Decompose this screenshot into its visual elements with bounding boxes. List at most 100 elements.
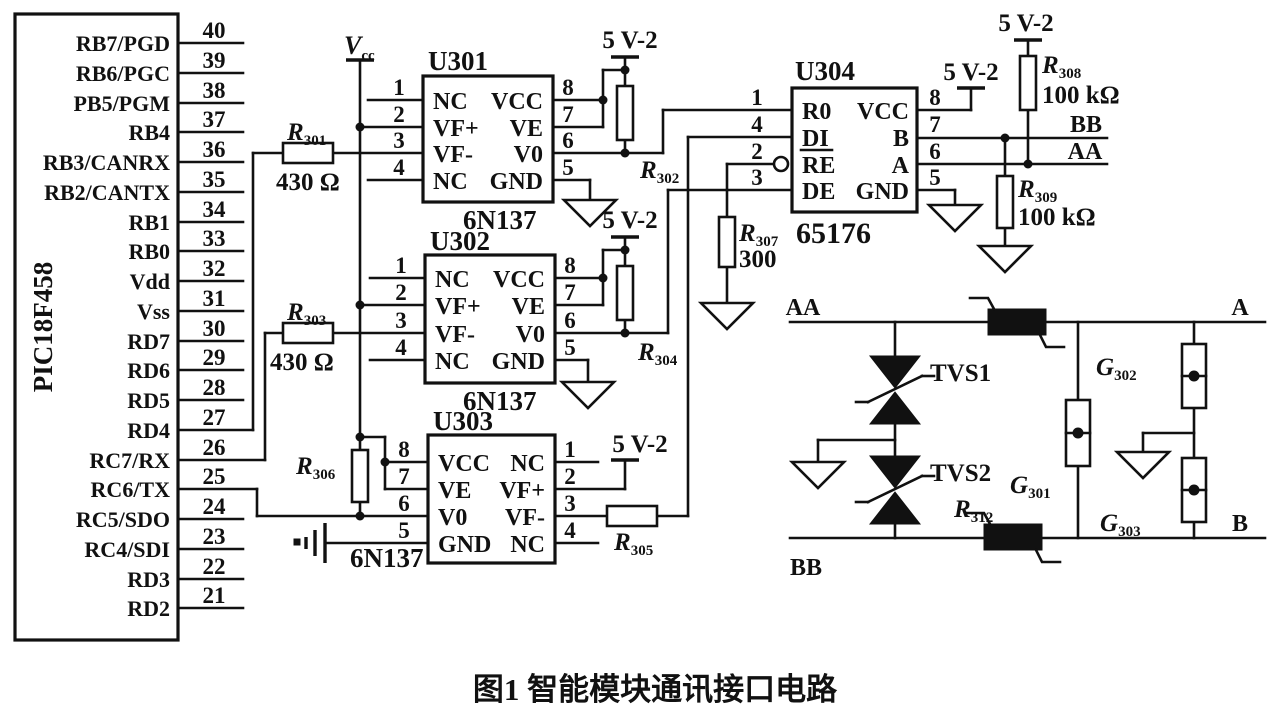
- vcc-sub: cc: [361, 48, 375, 64]
- opto-pin-label: GND: [438, 532, 491, 558]
- opto-pin-number: 1: [393, 75, 405, 100]
- opto-pin-number: 7: [398, 464, 410, 489]
- u304-ref: U304: [795, 56, 855, 86]
- r304-label: R304: [637, 339, 678, 369]
- u304: U304 65176: [772, 56, 919, 250]
- r312-label: R312: [953, 496, 993, 526]
- opto-pin-number: 8: [398, 437, 410, 462]
- u304-pin-number: 2: [751, 139, 763, 164]
- resistor-r303-body: [281, 321, 335, 345]
- opto-pin-label: VF+: [499, 478, 545, 504]
- mcu-pin-number: 40: [203, 18, 226, 43]
- r306-label: R306: [295, 453, 336, 483]
- u304-part: 65176: [796, 217, 871, 250]
- opto-pin-label: VE: [512, 294, 545, 320]
- supply-5v2-label: 5 V-2: [602, 207, 657, 234]
- gdt-g302-icon: [1180, 342, 1208, 410]
- opto-pin-number: 5: [562, 155, 574, 180]
- opto-pin-number: 1: [395, 253, 407, 278]
- opto-pin-number: 7: [564, 280, 576, 305]
- opto-pin-label: V0: [516, 322, 545, 348]
- vcc-prefix: V: [344, 31, 364, 60]
- u304-pin-label: R0: [802, 99, 831, 125]
- mcu-pin-number: 32: [203, 256, 226, 281]
- opto-pin-label: NC: [433, 169, 468, 195]
- earth-ground-icon: [293, 523, 327, 563]
- mcu-pin-label: RC5/SDO: [76, 507, 170, 532]
- u301-ref: U301: [428, 46, 488, 76]
- mcu-pin-label: RD4: [127, 418, 170, 443]
- opto-pin-number: 1: [564, 437, 576, 462]
- mcu-pin-number: 28: [203, 375, 226, 400]
- ground-icon: [925, 203, 985, 233]
- u301: U301 6N137: [421, 46, 555, 235]
- opto-pin-label: VE: [438, 478, 471, 504]
- resistor-r309-body: [995, 174, 1015, 230]
- ground-icon: [1113, 450, 1173, 480]
- figure-caption: 图1 智能模块通讯接口电路: [473, 672, 838, 707]
- mcu-pin-label: RD6: [127, 358, 170, 383]
- mcu-name: PIC18F458: [28, 262, 58, 393]
- u304-pin-label: DE: [802, 179, 835, 205]
- mcu-pin-number: 29: [203, 345, 226, 370]
- mcu-pin-label: RC6/TX: [91, 477, 171, 502]
- mcu-pin-number: 36: [203, 137, 226, 162]
- opto-pin-label: VCC: [493, 267, 545, 293]
- u304-pin-number: 5: [929, 165, 941, 190]
- protection-components: [854, 296, 1208, 564]
- mcu-pin-number: 39: [203, 48, 226, 73]
- u304-pin-label: VCC: [857, 99, 909, 125]
- mcu-pin-label: RB4: [128, 120, 170, 145]
- opto-pin-label: VCC: [491, 89, 543, 115]
- opto-pin-label: NC: [435, 349, 470, 375]
- net-a-lower: A: [1231, 295, 1249, 321]
- r309-value: 100 kΩ: [1018, 204, 1096, 231]
- resistor-r306-body: [350, 448, 370, 504]
- mcu-pin-label: RD7: [127, 329, 170, 354]
- mcu-pin-number: 30: [203, 316, 226, 341]
- opto-pin-number: 5: [564, 335, 576, 360]
- resistor-r308-body: [1018, 54, 1038, 112]
- u302: U302 6N137: [423, 226, 557, 416]
- labels: Vcc 5 V-2 5 V-2 5 V-2 5 V-2 5 V-2 R301 R…: [270, 10, 1249, 707]
- opto-pin-label: VF-: [435, 322, 475, 348]
- opto-pin-number: 8: [564, 253, 576, 278]
- u304-pin-label: DI: [802, 126, 829, 152]
- tvs2-label: TVS2: [930, 460, 991, 487]
- ground-icon: [975, 244, 1035, 274]
- r302-label: R302: [639, 157, 679, 187]
- supply-5v2-label: 5 V-2: [602, 27, 657, 54]
- gdt-g301-icon: [1064, 398, 1092, 468]
- u304-pin-label: B: [893, 126, 909, 152]
- resistor-r301-body: [281, 141, 335, 165]
- r301-label: R301: [286, 119, 326, 149]
- r301-value: 430 Ω: [276, 169, 340, 196]
- mcu-pin-label: RD5: [127, 388, 170, 413]
- u304-pin-number: 4: [751, 112, 763, 137]
- u304-pin-label: GND: [856, 179, 909, 205]
- power-bars: [346, 38, 1042, 462]
- opto-pin-number: 3: [564, 491, 576, 516]
- u303-part: 6N137: [350, 543, 424, 573]
- r307-value: 300: [739, 246, 777, 273]
- mcu-pin-number: 24: [203, 494, 227, 519]
- opto-pin-number: 8: [562, 75, 574, 100]
- mcu-pin-number: 25: [203, 464, 226, 489]
- opto-pin-number: 6: [562, 128, 574, 153]
- tvs1-label: TVS1: [930, 360, 991, 387]
- mcu-pin-number: 33: [203, 226, 226, 251]
- opto-pin-label: NC: [435, 267, 470, 293]
- u304-pin-label: RE: [802, 153, 835, 179]
- resistor-bodies: [281, 54, 1038, 528]
- net-bb-lower: BB: [790, 555, 822, 581]
- mcu-pin-number: 37: [203, 107, 226, 132]
- u301-part: 6N137: [463, 205, 537, 235]
- opto-pin-number: 6: [398, 491, 410, 516]
- ic-pin-texts: 40RB7/PGD39RB6/PGC38PB5/PGM37RB436RB3/CA…: [43, 18, 941, 621]
- r305-label: R305: [613, 529, 653, 559]
- g303-label: G303: [1100, 510, 1141, 540]
- opto-pin-label: VCC: [438, 451, 490, 477]
- u302-part: 6N137: [463, 386, 537, 416]
- resistor-r304-body: [615, 264, 635, 322]
